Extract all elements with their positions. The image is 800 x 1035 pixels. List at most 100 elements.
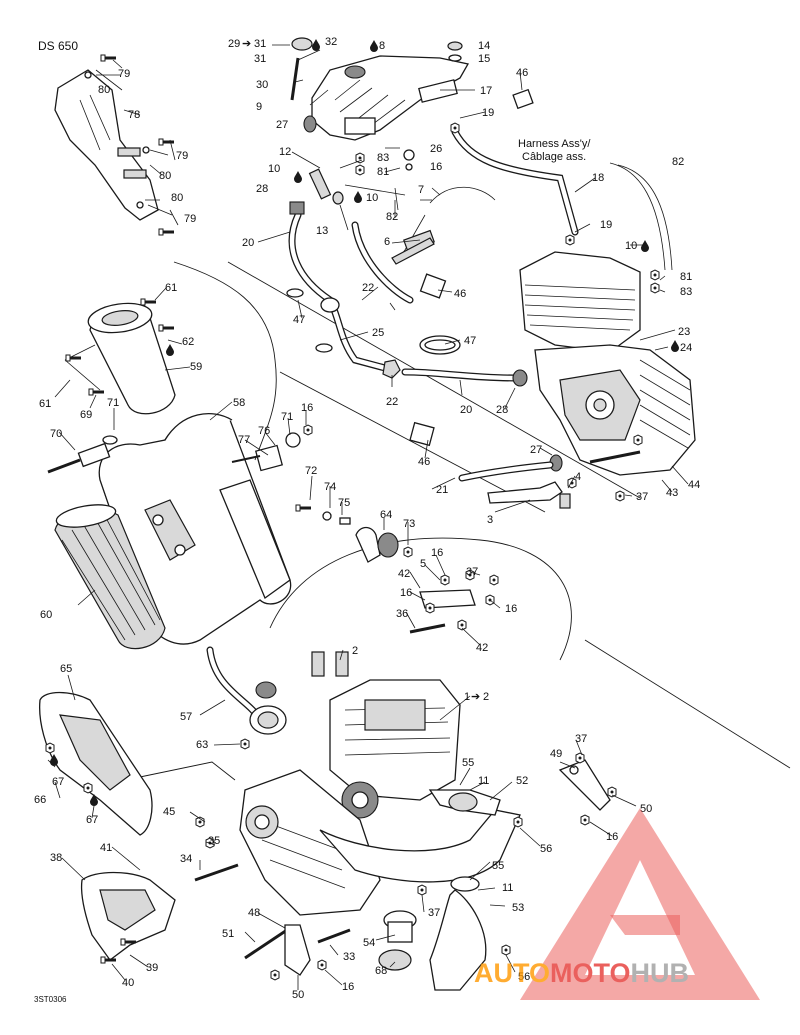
callout-34: 34: [180, 853, 192, 865]
callout-51: 51: [222, 928, 234, 940]
callout-33: 33: [343, 951, 355, 963]
callout-10: 10: [268, 163, 280, 175]
callout-67: 67: [52, 776, 64, 788]
upper-fittings: [286, 122, 679, 447]
callout-75: 75: [338, 497, 350, 509]
callout-26: 26: [430, 143, 442, 155]
callout-10: 10: [625, 240, 637, 252]
callout-72: 72: [305, 465, 317, 477]
callout-16: 16: [430, 161, 442, 173]
callout-79: 79: [118, 68, 130, 80]
callout-82: 82: [386, 211, 398, 223]
callout-83: 83: [377, 152, 389, 164]
callout-37: 37: [428, 907, 440, 919]
harness-note-line1: Harness Ass'y/: [518, 138, 591, 150]
callout-arrow: ➔: [471, 691, 480, 703]
callout-54: 54: [363, 937, 375, 949]
callout-27: 27: [276, 119, 288, 131]
model-label: DS 650: [38, 39, 78, 53]
harness-note-line2: Câblage ass.: [522, 151, 586, 163]
callout-50: 50: [640, 803, 652, 815]
callout-31: 31: [254, 38, 266, 50]
callout-55: 55: [492, 860, 504, 872]
callout-20: 20: [460, 404, 472, 416]
callout-71: 71: [281, 411, 293, 423]
callout-13: 13: [316, 225, 328, 237]
callout-31: 31: [254, 53, 266, 65]
callout-52: 52: [516, 775, 528, 787]
callout-16: 16: [606, 831, 618, 843]
callout-37: 37: [636, 491, 648, 503]
callout-5: 5: [420, 558, 426, 570]
callout-leaders: [47, 44, 689, 990]
callout-arrow: ➔: [242, 38, 251, 50]
separator-lines: [139, 261, 791, 781]
drawing-code: 3ST0306: [34, 995, 67, 1004]
callout-64: 64: [380, 509, 392, 521]
callout-24: 24: [680, 342, 692, 354]
callout-16: 16: [505, 603, 517, 615]
callout-16: 16: [431, 547, 443, 559]
callout-36: 36: [396, 608, 408, 620]
callout-79: 79: [176, 150, 188, 162]
callout-46: 46: [454, 288, 466, 300]
callout-67: 67: [86, 814, 98, 826]
callout-63: 63: [196, 739, 208, 751]
callout-40: 40: [122, 977, 134, 989]
callout-29: 29: [228, 38, 240, 50]
callout-4: 4: [575, 471, 581, 483]
callout-78: 78: [128, 109, 140, 121]
callout-6: 6: [384, 236, 390, 248]
callout-45: 45: [163, 806, 175, 818]
callout-14: 14: [478, 40, 490, 52]
callout-80: 80: [171, 192, 183, 204]
heat-shield-78: [54, 53, 176, 237]
callout-19: 19: [600, 219, 612, 231]
callout-47: 47: [464, 335, 476, 347]
exhaust-pipes: [206, 646, 523, 991]
callout-61: 61: [39, 398, 51, 410]
callout-71: 71: [107, 397, 119, 409]
callout-9: 9: [256, 101, 262, 113]
heat-shield-65: [39, 691, 153, 836]
callout-57: 57: [180, 711, 192, 723]
callout-7: 7: [418, 184, 424, 196]
callout-8: 8: [379, 40, 385, 52]
callout-61: 61: [165, 282, 177, 294]
callout-25: 25: [372, 327, 384, 339]
callout-80: 80: [98, 84, 110, 96]
callout-42: 42: [398, 568, 410, 580]
callout-19: 19: [482, 107, 494, 119]
callout-35: 35: [208, 835, 220, 847]
callout-23: 23: [678, 326, 690, 338]
callout-68: 68: [375, 965, 387, 977]
callout-58: 58: [233, 397, 245, 409]
callout-11: 11: [478, 775, 489, 787]
callout-2: 2: [352, 645, 358, 657]
callout-53: 53: [512, 902, 524, 914]
cylinder-head-1: [239, 651, 461, 916]
callout-79: 79: [184, 213, 196, 225]
callout-30: 30: [256, 79, 268, 91]
callout-44: 44: [688, 479, 700, 491]
callout-32: 32: [325, 36, 337, 48]
callout-81: 81: [377, 166, 389, 178]
watermark-moto: MOTO: [550, 958, 631, 988]
callout-1: 1: [464, 691, 470, 703]
heat-shield-38: [80, 871, 176, 965]
callout-65: 65: [60, 663, 72, 675]
watermark-auto: AUTO: [474, 958, 550, 988]
callout-46: 46: [516, 67, 528, 79]
callout-60: 60: [40, 609, 52, 621]
muffler-packing: [54, 504, 166, 650]
callout-2: 2: [483, 691, 489, 703]
callout-10: 10: [366, 192, 378, 204]
callout-21: 21: [436, 484, 448, 496]
callout-81: 81: [680, 271, 692, 283]
silencer-end-cap: [64, 297, 176, 415]
callout-labels: 79 80 78 79 80 80 79 29 ➔ 31 31 32 8 14 …: [34, 36, 700, 1001]
callout-73: 73: [403, 518, 415, 530]
watermark-hub: HUB: [631, 958, 690, 988]
callout-16: 16: [400, 587, 412, 599]
callout-76: 76: [258, 425, 270, 437]
